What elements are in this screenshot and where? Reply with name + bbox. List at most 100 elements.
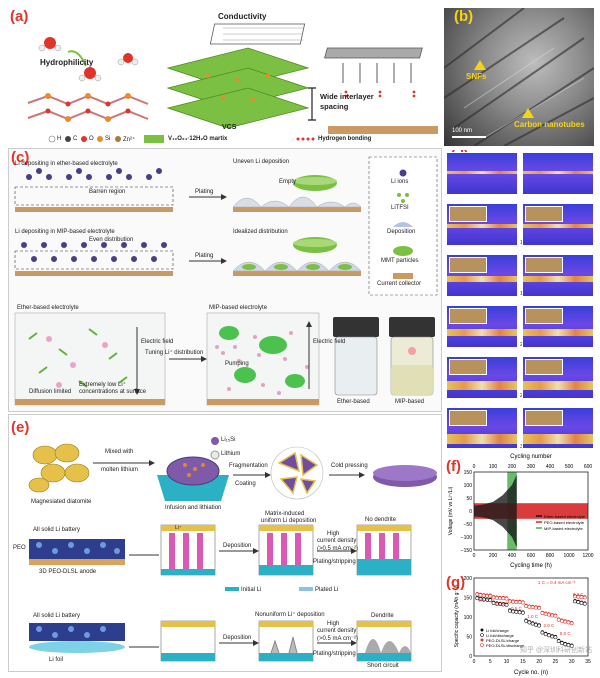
legend-marker: [480, 633, 484, 637]
x-tick-label: 5: [489, 659, 492, 665]
microscopy-tile: [446, 152, 518, 195]
chart-g-xlabel: Cycle no. (n): [514, 670, 548, 676]
top-tick-label: 100: [489, 464, 498, 470]
legend-marker: [480, 628, 484, 632]
cnt-sheet: [209, 23, 306, 45]
chart-g-frame: [473, 577, 589, 657]
inset-image: [525, 257, 563, 273]
x-tick-label: 35: [585, 659, 591, 665]
data-point: [514, 600, 519, 605]
lithium-label: Lithium: [221, 451, 241, 457]
data-point: [511, 599, 515, 604]
legend-label: MIP-based electrolyte: [544, 526, 583, 531]
deposition-band: [523, 223, 593, 228]
plating-label-1: Plating: [195, 189, 214, 195]
microscopy-tile: [446, 407, 518, 448]
legend-label: Li foil/charge: [486, 628, 509, 633]
top-tick-label: 500: [565, 464, 574, 470]
li-plus-label: Li⁺: [175, 525, 182, 531]
microscopy-tile: [446, 356, 518, 399]
microscopy-tile: [446, 305, 518, 348]
panel-d: (d) 10 min15 min20 min25 min30 min: [444, 148, 594, 448]
rate-label: 2.0 C: [544, 623, 556, 628]
low-li-label-2: concentrations at surface: [79, 389, 147, 395]
data-point: [547, 612, 551, 617]
microscopy-tile: [522, 305, 594, 348]
y-tick-label: 150: [464, 470, 473, 476]
x-tick-label: 1000: [563, 553, 574, 559]
microscopy-tile: [522, 407, 594, 448]
legend-si: Si: [105, 136, 111, 142]
panel-label-g: (g): [446, 574, 466, 591]
peo-label: PEO: [13, 545, 26, 551]
cold-pressing-label: Cold pressing: [331, 463, 368, 469]
x-tick-label: 30: [569, 659, 575, 665]
diffusion-label: Diffusion limited: [29, 389, 72, 395]
data-point: [576, 600, 581, 605]
data-point: [491, 595, 496, 600]
data-point: [488, 598, 493, 603]
top-tick-label: 200: [508, 464, 517, 470]
deposition-band: [447, 328, 517, 336]
chart-f-xlabel: Cycling time (h): [510, 563, 552, 569]
data-point: [543, 611, 548, 616]
data-point: [520, 600, 525, 605]
hc-label-4: High: [327, 621, 340, 627]
mip-box-title: MIP-based electrolyte: [209, 305, 268, 311]
anode-label: 3D PEO-DLSL anode: [39, 569, 97, 575]
x-tick-label: 0: [473, 553, 476, 559]
hc-label-6: (>0.5 mA cm⁻²): [317, 636, 359, 642]
rate-note: 1 C = 0.4 mA cm⁻²: [538, 580, 576, 585]
data-point: [498, 596, 502, 601]
deposition-band: [523, 381, 593, 390]
top-tick-label: 400: [546, 464, 555, 470]
data-point: [560, 641, 564, 646]
matrix-label-2: uniform Li deposition: [261, 518, 317, 524]
x-tick-label: 20: [536, 659, 542, 665]
legend-hbond: Hydrogen bonding: [318, 136, 372, 142]
legend-litfsi: LiTFSI: [391, 205, 409, 211]
empty-label: Empty: [279, 179, 297, 185]
spacing-label: spacing: [320, 102, 349, 111]
rate-label: 0.2 C: [573, 592, 585, 597]
data-point: [556, 639, 561, 644]
vcs-layers: [166, 47, 310, 129]
inset-image: [449, 410, 487, 426]
data-point: [488, 594, 493, 598]
data-point: [566, 620, 571, 625]
inset-image: [449, 206, 487, 222]
deposition-band: [447, 433, 517, 444]
x-tick-label: 15: [520, 659, 526, 665]
diatomite-label: Magnesiated diatomite: [31, 499, 92, 505]
mip-title: Li depositing in MIP-based electrolyte: [15, 229, 115, 235]
plating-stripping-label-2: Plating/stripping: [313, 651, 356, 657]
data-point: [582, 595, 587, 600]
even-label: Even distribution: [89, 237, 134, 243]
data-point: [563, 619, 568, 624]
x-tick-label: 25: [553, 659, 559, 665]
chart-f-title: Cycling number: [510, 454, 552, 460]
microscopy-tile: [446, 254, 518, 297]
data-point: [494, 595, 499, 600]
microscopy-tile: [446, 203, 518, 246]
rate-label: 0.5 C: [511, 606, 523, 611]
no-dendrite-label: No dendrite: [365, 517, 397, 523]
legend-marker: [480, 643, 484, 647]
panel-b: (b) SNFs Carbon nanotubes 100 nm: [444, 8, 594, 146]
data-point: [582, 601, 587, 606]
data-point: [553, 613, 558, 618]
data-point: [524, 604, 529, 608]
plating-label-2: Plating: [195, 253, 214, 259]
efield-label-2: Electric field: [313, 339, 346, 345]
deposition-band: [523, 171, 593, 174]
data-point: [569, 643, 574, 648]
microscopy-grid: 10 min15 min20 min25 min30 min: [444, 148, 594, 448]
legend-label: PEO-based electrolyte: [544, 520, 585, 525]
rate-label: 0.1 C: [478, 598, 490, 603]
data-point: [517, 600, 522, 605]
hc-label-5: current density: [317, 628, 357, 634]
deposition-band: [447, 381, 517, 390]
chart-g-ylabel: Specific capacity (mAh g⁻¹): [454, 586, 460, 647]
data-point: [527, 604, 532, 609]
